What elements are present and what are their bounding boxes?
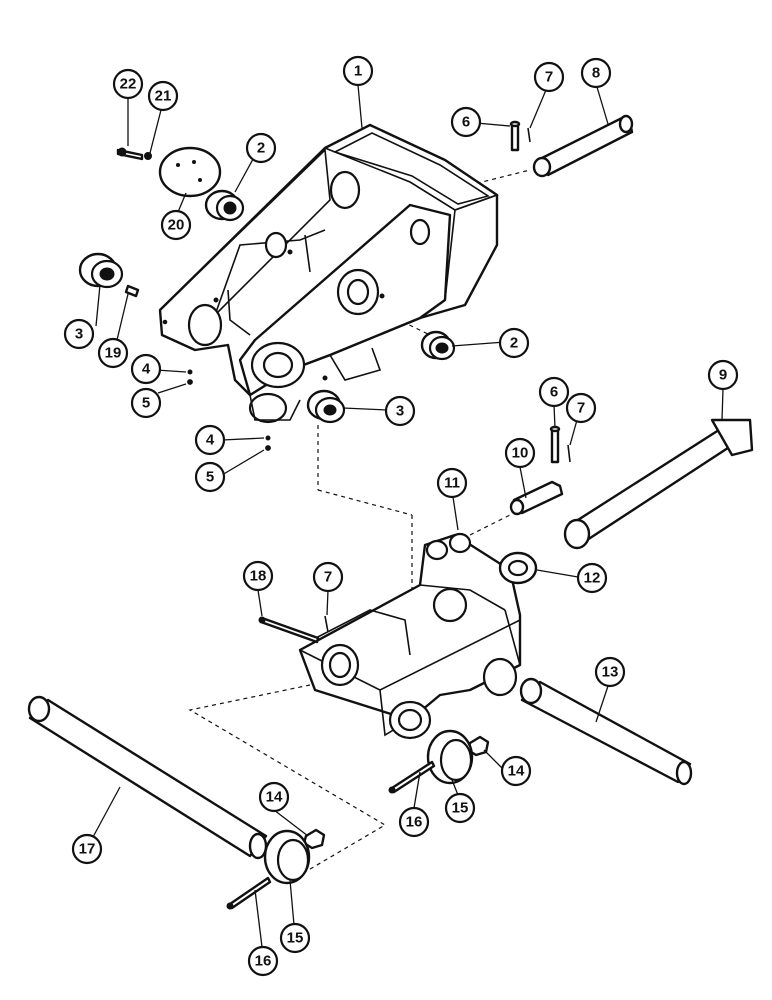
- cotter-7-upper: [527, 127, 531, 143]
- shaft-13: [519, 677, 693, 786]
- callout-6: 6: [450, 106, 482, 138]
- svg-text:15: 15: [452, 800, 469, 817]
- callout-7: 7: [312, 561, 344, 593]
- shaft-17: [27, 695, 268, 860]
- callout-13: 13: [594, 656, 626, 688]
- callout-4: 4: [130, 353, 162, 385]
- svg-text:3: 3: [396, 403, 404, 420]
- callout-6: 6: [538, 376, 570, 408]
- upper-pin-group: [509, 114, 634, 178]
- svg-text:5: 5: [206, 469, 214, 486]
- cotter-7-lower: [324, 615, 329, 633]
- callout-15: 15: [444, 792, 476, 824]
- callout-14: 14: [500, 755, 532, 787]
- svg-text:11: 11: [444, 475, 460, 492]
- callout-1: 1: [342, 55, 374, 87]
- callout-11: 11: [436, 467, 468, 499]
- callouts: 1 2 2 3 3 4 4 5 5 6 6 7 7 7 8 9 10 11 12…: [63, 55, 739, 977]
- callout-17: 17: [71, 833, 103, 865]
- svg-text:7: 7: [545, 69, 553, 86]
- svg-text:18: 18: [250, 568, 267, 585]
- leader-lines: [92, 84, 724, 948]
- svg-text:16: 16: [255, 953, 272, 970]
- svg-text:4: 4: [142, 361, 151, 378]
- bushing-upper: [204, 189, 245, 222]
- callout-14: 14: [258, 781, 290, 813]
- bushing-lower: [306, 389, 346, 424]
- middle-pin-group: [509, 418, 754, 550]
- svg-text:19: 19: [105, 345, 122, 362]
- callout-3: 3: [63, 318, 95, 350]
- callout-19: 19: [97, 337, 129, 369]
- shaft-8: [536, 116, 634, 177]
- svg-text:13: 13: [602, 664, 619, 681]
- svg-text:7: 7: [577, 400, 585, 417]
- callout-12: 12: [576, 562, 608, 594]
- thrust-washer: [498, 551, 538, 585]
- svg-text:2: 2: [257, 140, 265, 157]
- svg-text:15: 15: [287, 930, 304, 947]
- callout-7: 7: [565, 392, 597, 424]
- svg-text:10: 10: [512, 445, 529, 462]
- svg-text:20: 20: [168, 217, 185, 234]
- callout-3: 3: [384, 395, 416, 427]
- cotter-7-middle: [567, 444, 571, 463]
- callout-16: 16: [247, 945, 279, 977]
- pin-6-middle: [550, 428, 560, 464]
- callout-15: 15: [279, 922, 311, 954]
- callout-21: 21: [147, 80, 179, 112]
- bushings: [78, 189, 456, 451]
- lower-right-hardware: [388, 729, 490, 794]
- lower-left-hardware: [226, 828, 326, 910]
- cover-plate-assembly: [116, 146, 222, 198]
- svg-text:1: 1: [354, 63, 362, 80]
- svg-text:21: 21: [155, 88, 172, 105]
- svg-text:17: 17: [79, 841, 96, 858]
- callout-20: 20: [160, 209, 192, 241]
- grease-fitting: [124, 284, 140, 298]
- callout-7: 7: [533, 61, 565, 93]
- callout-4: 4: [194, 424, 226, 456]
- bushing-right: [420, 330, 456, 361]
- callout-8: 8: [580, 57, 612, 89]
- lower-bracket: [298, 532, 522, 740]
- lock-washer: [144, 152, 152, 160]
- svg-text:8: 8: [592, 65, 600, 82]
- callout-22: 22: [112, 68, 144, 100]
- callout-10: 10: [504, 437, 536, 469]
- callout-16: 16: [398, 806, 430, 838]
- svg-text:22: 22: [120, 76, 137, 93]
- bushing-left: [78, 252, 124, 289]
- bolt-16-left: [228, 876, 272, 910]
- svg-text:9: 9: [719, 367, 727, 384]
- svg-text:4: 4: [206, 432, 215, 449]
- svg-text:6: 6: [550, 384, 558, 401]
- callout-9: 9: [707, 359, 739, 391]
- svg-text:16: 16: [406, 814, 423, 831]
- svg-text:3: 3: [75, 326, 83, 343]
- svg-text:12: 12: [584, 570, 601, 587]
- cover-plate: [158, 146, 222, 198]
- callout-5: 5: [194, 461, 226, 493]
- callout-18: 18: [242, 560, 274, 592]
- upper-arm-bracket: [158, 123, 499, 424]
- pin-6-upper: [510, 123, 520, 152]
- svg-text:14: 14: [508, 763, 525, 780]
- bolt-18-group: [258, 615, 329, 644]
- bolt-18: [259, 616, 320, 644]
- svg-text:2: 2: [510, 335, 518, 352]
- svg-text:6: 6: [462, 114, 470, 131]
- svg-text:5: 5: [142, 395, 150, 412]
- shaft-9: [568, 426, 736, 544]
- bolt-16-right: [390, 760, 436, 794]
- callout-5: 5: [130, 387, 162, 419]
- svg-text:14: 14: [266, 789, 283, 806]
- callout-2: 2: [245, 132, 277, 164]
- callout-2: 2: [498, 327, 530, 359]
- svg-text:7: 7: [324, 569, 332, 586]
